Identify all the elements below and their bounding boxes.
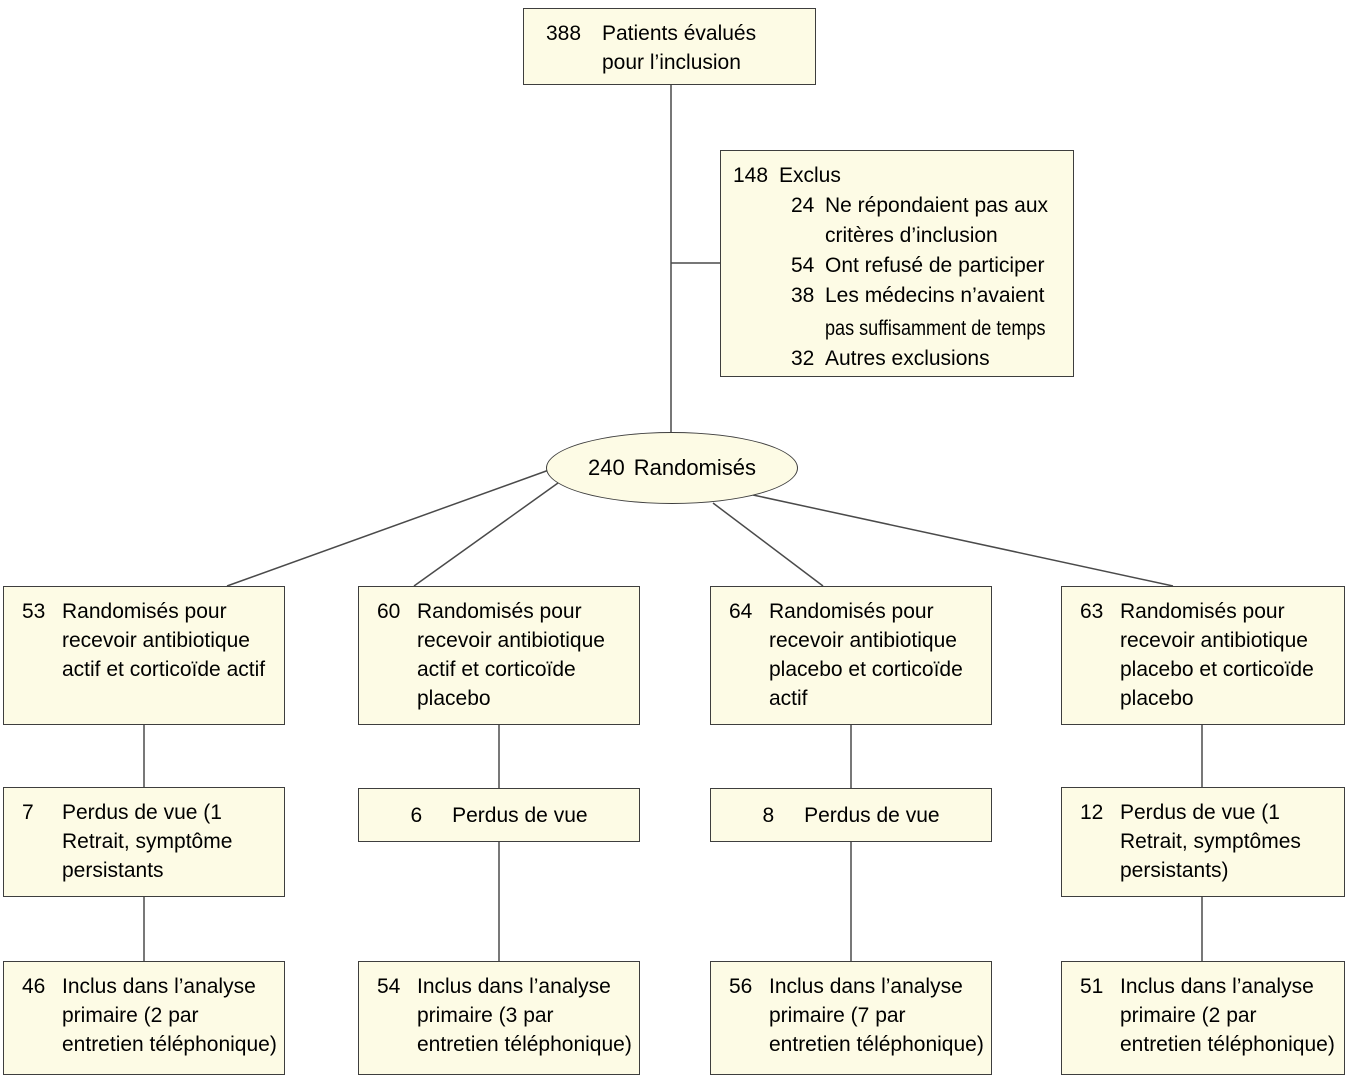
arm3-lost-box: 8 Perdus de vue (710, 788, 992, 842)
label: Inclus dans l’analyse primaire (7 par en… (769, 975, 984, 1056)
excluded-box: 148 Exclus 24 Ne répondaient pas aux cri… (720, 150, 1074, 377)
count: 56 (729, 975, 753, 998)
arm1-analyzed-box: 46 Inclus dans l’analyse primaire (2 par… (3, 961, 285, 1075)
arm2-randomized-box: 60 Randomisés pour recevoir antibiotique… (358, 586, 640, 725)
count: 32 (791, 347, 815, 370)
label: Randomisés pour recevoir antibiotique ac… (417, 600, 605, 710)
label: Patients évalués pour l’inclusion (602, 22, 757, 74)
label: Inclus dans l’analyse primaire (3 par en… (417, 975, 632, 1056)
count: 240 (588, 455, 625, 480)
count: 148 (733, 164, 769, 187)
arm2-analyzed-box: 54 Inclus dans l’analyse primaire (3 par… (358, 961, 640, 1075)
exclusion-reason: 38 Les médecins n’avaient pas suffisammen… (791, 281, 1067, 344)
label: Ne répondaient pas aux critères d’inclus… (825, 194, 1048, 247)
count: 6 (410, 803, 423, 827)
assessed-box: 388 Patients évalués pour l’inclusion (523, 8, 816, 85)
label-line2: pas suffisamment de temps (825, 317, 1046, 340)
count: 8 (762, 803, 775, 827)
count: 388 (546, 22, 582, 45)
count: 63 (1080, 600, 1104, 623)
arm2-lost-box: 6 Perdus de vue (358, 788, 640, 842)
count: 54 (377, 975, 401, 998)
count: 24 (791, 194, 815, 217)
excluded-total: 148 Exclus (733, 161, 1067, 191)
label-line1: Les médecins n’avaient (825, 284, 1045, 307)
randomized-ellipse: 240 Randomisés (546, 432, 798, 504)
count: 46 (22, 975, 46, 998)
label: Autres exclusions (825, 347, 990, 370)
label: Randomisés (633, 455, 756, 480)
label: Perdus de vue (452, 803, 588, 827)
exclusion-reason: 32 Autres exclusions (791, 344, 1067, 374)
label: Perdus de vue (1 Retrait, symptômes pers… (1120, 801, 1301, 882)
label: Randomisés pour recevoir antibiotique pl… (1120, 600, 1314, 710)
count: 53 (22, 600, 46, 623)
count: 54 (791, 254, 815, 277)
arm1-randomized-box: 53 Randomisés pour recevoir antibiotique… (3, 586, 285, 725)
count: 64 (729, 600, 753, 623)
label: Perdus de vue (804, 803, 940, 827)
count: 7 (22, 801, 34, 824)
arm1-lost-box: 7 Perdus de vue (1 Retrait, symptôme per… (3, 787, 285, 897)
exclusion-reason: 54 Ont refusé de participer (791, 251, 1067, 281)
count: 38 (791, 284, 815, 307)
count: 12 (1080, 801, 1104, 824)
label: Randomisés pour recevoir antibiotique ac… (62, 600, 266, 681)
exclusion-reason: 24 Ne répondaient pas aux critères d’inc… (791, 191, 1067, 251)
arm3-randomized-box: 64 Randomisés pour recevoir antibiotique… (710, 586, 992, 725)
count: 60 (377, 600, 401, 623)
label: Exclus (779, 164, 841, 187)
arm3-analyzed-box: 56 Inclus dans l’analyse primaire (7 par… (710, 961, 992, 1075)
label: Inclus dans l’analyse primaire (2 par en… (1120, 975, 1335, 1056)
label: Ont refusé de participer (825, 254, 1045, 277)
label: Perdus de vue (1 Retrait, symptôme persi… (62, 801, 233, 882)
label: Randomisés pour recevoir antibiotique pl… (769, 600, 963, 710)
count: 51 (1080, 975, 1104, 998)
label: Inclus dans l’analyse primaire (2 par en… (62, 975, 277, 1056)
label: Les médecins n’avaient pas suffisamment d… (825, 281, 1067, 344)
arm4-analyzed-box: 51 Inclus dans l’analyse primaire (2 par… (1061, 961, 1345, 1075)
arm4-randomized-box: 63 Randomisés pour recevoir antibiotique… (1061, 586, 1345, 725)
arm4-lost-box: 12 Perdus de vue (1 Retrait, symptômes p… (1061, 787, 1345, 897)
